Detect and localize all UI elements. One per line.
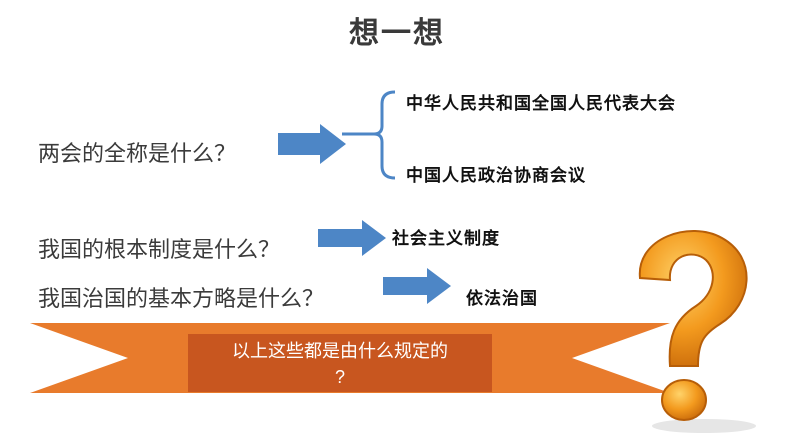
answer-rule-of-law: 依法治国 — [466, 289, 538, 309]
answer-npc: 中华人民共和国全国人民代表大会 — [406, 94, 676, 114]
arrow-right-icon — [383, 268, 451, 304]
answer-cppcc: 中国人民政治协商会议 — [406, 166, 586, 186]
banner-line-2: ? — [334, 367, 345, 387]
banner-line-1: 以上这些都是由什么规定的 — [232, 341, 448, 361]
question-two-sessions: 两会的全称是什么？ — [38, 142, 237, 167]
arrow-right-icon — [318, 220, 386, 256]
orange-ribbon-banner — [30, 323, 670, 393]
question-mark-3d-icon — [638, 230, 756, 433]
arrow-right-icon — [278, 124, 346, 164]
answer-socialist-system: 社会主义制度 — [392, 229, 500, 249]
question-basic-strategy: 我国治国的基本方略是什么？ — [38, 287, 325, 312]
curly-bracket-icon — [342, 90, 396, 180]
banner-text: 以上这些都是由什么规定的 ? — [190, 338, 490, 390]
question-fundamental-system: 我国的根本制度是什么？ — [38, 238, 281, 263]
slide-title: 想一想 — [349, 16, 445, 51]
